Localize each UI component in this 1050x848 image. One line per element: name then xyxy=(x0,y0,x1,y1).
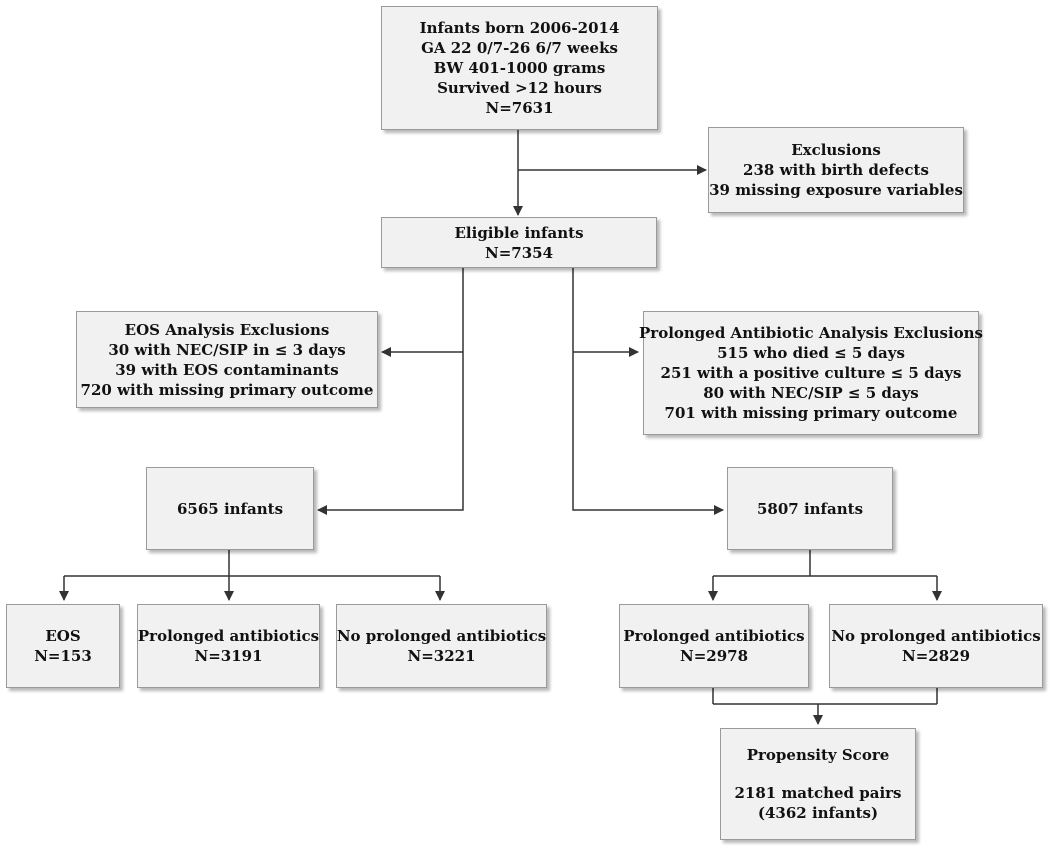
cohort-line: Survived >12 hours xyxy=(437,79,602,97)
prolonged-exclusions-line: 80 with NEC/SIP ≤ 5 days xyxy=(703,384,919,402)
eos-group-box: EOS N=153 xyxy=(6,604,120,688)
pab-cohort-label: 5807 infants xyxy=(756,499,864,518)
eos-exclusions-line: 720 with missing primary outcome xyxy=(80,380,374,399)
eligible-infants-box: Eligible infants N=7354 xyxy=(381,217,657,268)
cohort-line: BW 401-1000 grams xyxy=(433,59,606,77)
propensity-infants: (4362 infants) xyxy=(757,804,879,822)
eos-exclusions-box: EOS Analysis Exclusions 30 with NEC/SIP … xyxy=(76,311,378,408)
propensity-title: Propensity Score xyxy=(746,746,890,764)
prolonged-exclusions-line: 701 with missing primary outcome xyxy=(664,404,958,422)
connector-eligible-left xyxy=(317,268,464,515)
pab-prolonged-antibiotics-box: Prolonged antibiotics N=2978 xyxy=(619,604,809,688)
cohort-line: GA 22 0/7-26 6/7 weeks xyxy=(421,39,618,57)
eos-exclusions-line: 39 with EOS contaminants xyxy=(115,360,339,379)
cohort-box: Infants born 2006-2014 GA 22 0/7-26 6/7 … xyxy=(381,6,658,130)
pab-prolonged-line: N=2978 xyxy=(679,647,749,665)
eligible-line: Eligible infants xyxy=(454,223,584,242)
prolonged-antibiotic-exclusions-box: Prolonged Antibiotic Analysis Exclusions… xyxy=(639,311,983,435)
eos-group-line: EOS xyxy=(45,627,81,645)
eos-cohort-box: 6565 infants xyxy=(146,467,314,550)
propensity-pairs: 2181 matched pairs xyxy=(734,784,902,802)
exclusions-line: 39 missing exposure variables xyxy=(709,181,963,199)
eos-prolonged-antibiotics-box: Prolonged antibiotics N=3191 xyxy=(137,604,320,688)
eos-no-prolonged-antibiotics-box: No prolonged antibiotics N=3221 xyxy=(336,604,547,688)
pab-no-prolonged-line: No prolonged antibiotics xyxy=(831,627,1041,645)
propensity-score-box: Propensity Score 2181 matched pairs (436… xyxy=(720,728,916,840)
eligible-line: N=7354 xyxy=(484,243,554,262)
prolonged-exclusions-line: 251 with a positive culture ≤ 5 days xyxy=(660,364,962,382)
eos-group-line: N=153 xyxy=(34,647,92,665)
exclusions-box: Exclusions 238 with birth defects 39 mis… xyxy=(708,127,964,213)
cohort-line: Infants born 2006-2014 xyxy=(419,19,620,37)
pab-prolonged-line: Prolonged antibiotics xyxy=(623,627,805,645)
pab-cohort-box: 5807 infants xyxy=(727,467,893,550)
pab-no-prolonged-antibiotics-box: No prolonged antibiotics N=2829 xyxy=(829,604,1043,688)
eos-no-prolonged-line: No prolonged antibiotics xyxy=(336,627,547,645)
exclusions-line: Exclusions xyxy=(791,141,881,159)
cohort-line: N=7631 xyxy=(485,99,554,117)
eos-prolonged-line: Prolonged antibiotics xyxy=(137,627,320,645)
prolonged-exclusions-line: 515 who died ≤ 5 days xyxy=(717,344,905,362)
prolonged-exclusions-line: Prolonged Antibiotic Analysis Exclusions xyxy=(639,324,983,342)
pab-no-prolonged-line: N=2829 xyxy=(901,647,971,665)
eos-no-prolonged-line: N=3221 xyxy=(407,647,476,665)
eos-exclusions-line: 30 with NEC/SIP in ≤ 3 days xyxy=(108,340,346,359)
eos-cohort-label: 6565 infants xyxy=(176,499,284,518)
eos-exclusions-line: EOS Analysis Exclusions xyxy=(124,320,330,339)
exclusions-line: 238 with birth defects xyxy=(743,161,929,179)
eos-prolonged-line: N=3191 xyxy=(194,647,263,665)
connector-eligible-right xyxy=(572,268,724,515)
